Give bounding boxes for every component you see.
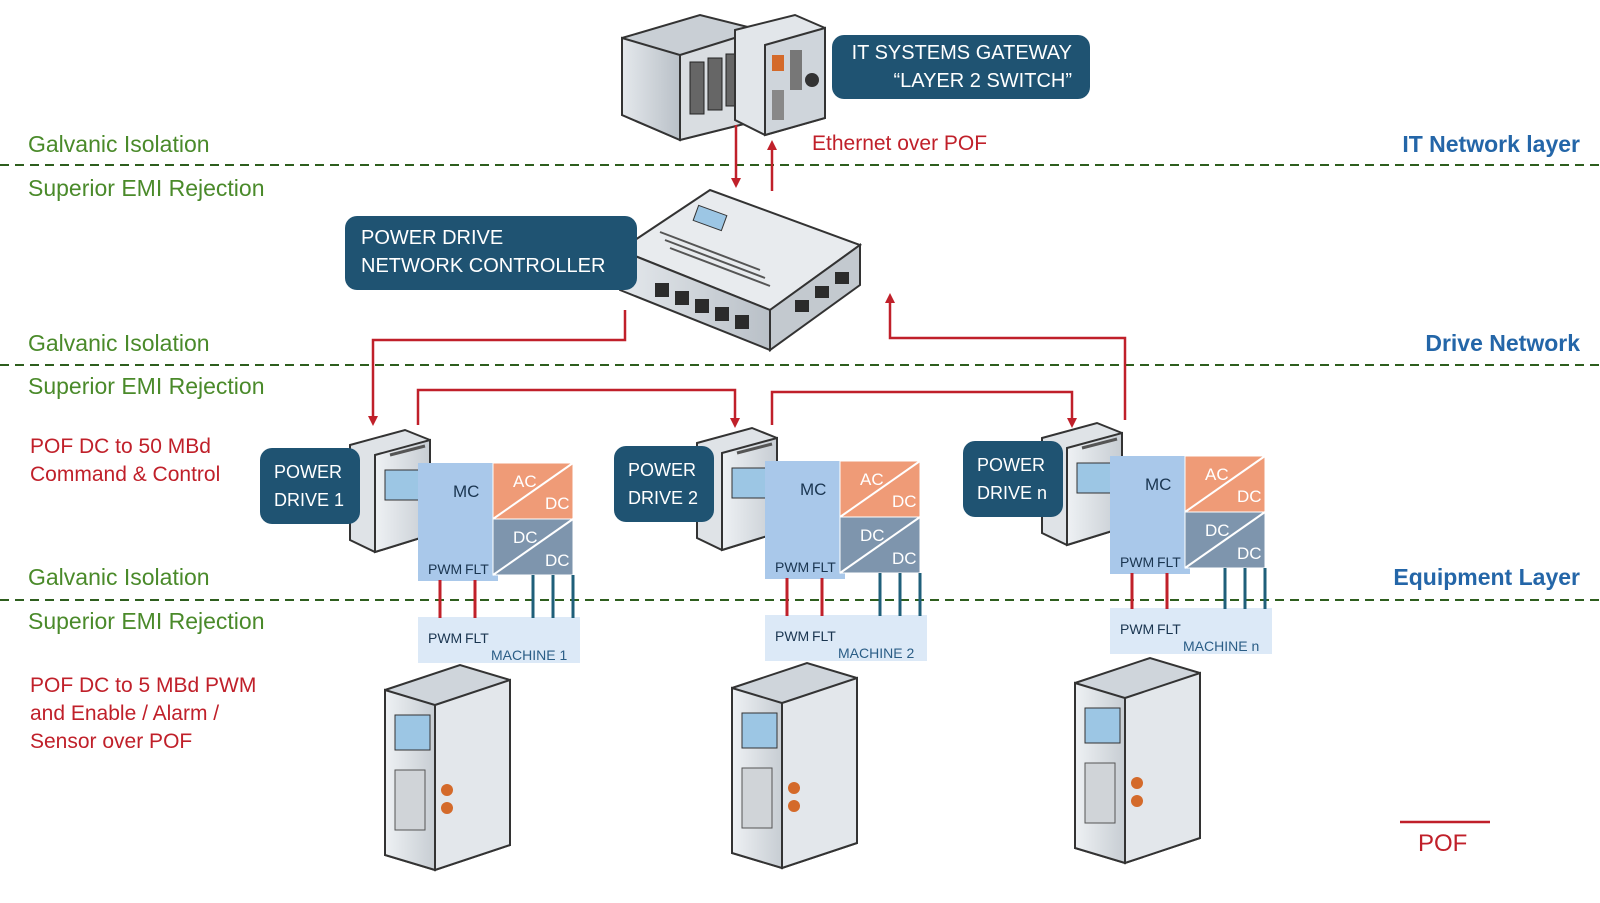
gateway-callout: IT SYSTEMS GATEWAY “LAYER 2 SWITCH”: [832, 35, 1090, 99]
machine-label-1: MACHINE 1: [491, 647, 568, 663]
drive-block-2: [765, 460, 927, 661]
ac-label-2: AC: [860, 470, 884, 489]
machine-label-n: MACHINE n: [1183, 638, 1260, 654]
emi-rejection-label-1: Superior EMI Rejection: [28, 175, 265, 201]
dc-label-na: DC: [1237, 487, 1262, 506]
ac-label-n: AC: [1205, 465, 1229, 484]
flt-label-1: FLT: [465, 561, 489, 577]
controller-callout: POWER DRIVE NETWORK CONTROLLER: [345, 216, 637, 290]
machine-cabinet-icon-1: [384, 663, 511, 872]
it-network-layer-title: IT Network layer: [1402, 131, 1580, 157]
command-control-note: POF DC to 50 MBd Command & Control: [30, 435, 221, 486]
dc-label-2a: DC: [892, 492, 917, 511]
dc-label-2c: DC: [892, 549, 917, 568]
emi-rejection-label-3: Superior EMI Rejection: [28, 608, 265, 634]
drive1-to-drive2-link: [416, 388, 740, 428]
pof-links: [368, 125, 1127, 428]
isolation-boundaries: [0, 164, 1600, 601]
equipment-layer-title: Equipment Layer: [1393, 564, 1580, 590]
pwm-machine-label-2: PWM: [775, 628, 810, 644]
drive2-to-driven-link: [770, 390, 1077, 428]
dc-label-1a: DC: [545, 494, 570, 513]
network-controller-icon: [617, 188, 863, 352]
galvanic-isolation-label-1: Galvanic Isolation: [28, 131, 210, 157]
flt-machine-label-1: FLT: [465, 630, 489, 646]
mc-label-n: MC: [1145, 475, 1172, 494]
drive-callout-2: POWER DRIVE 2: [614, 446, 714, 522]
emi-rejection-label-2: Superior EMI Rejection: [28, 373, 265, 399]
drive-network-layer-title: Drive Network: [1425, 330, 1580, 356]
machine-wires: [438, 568, 1267, 618]
drive-callout-1: POWER DRIVE 1: [260, 448, 360, 524]
galvanic-isolation-label-2: Galvanic Isolation: [28, 330, 210, 356]
machine-cabinet-icon-2: [731, 661, 858, 870]
pwm-label-2: PWM: [775, 559, 810, 575]
drive-callout-n: POWER DRIVE n: [963, 441, 1063, 517]
ac-label-1: AC: [513, 472, 537, 491]
pwm-machine-label-n: PWM: [1120, 621, 1155, 637]
pwm-note: POF DC to 5 MBd PWM and Enable / Alarm /…: [30, 674, 257, 753]
dc-label-nc: DC: [1237, 544, 1262, 563]
ethernet-over-pof-note: Ethernet over POF: [812, 132, 988, 155]
galvanic-isolation-label-3: Galvanic Isolation: [28, 564, 210, 590]
flt-machine-label-2: FLT: [812, 628, 836, 644]
drive-block-1: [418, 462, 580, 663]
drive-block-n: [1110, 455, 1272, 654]
mc-label-2: MC: [800, 480, 827, 499]
dc-label-1c: DC: [545, 551, 570, 570]
pwm-machine-label-1: PWM: [428, 630, 463, 646]
flt-machine-label-n: FLT: [1157, 621, 1181, 637]
flt-label-n: FLT: [1157, 554, 1181, 570]
machine-label-2: MACHINE 2: [838, 645, 915, 661]
gateway-device-icon: [621, 13, 826, 142]
pwm-label-n: PWM: [1120, 554, 1155, 570]
dc-label-1b: DC: [513, 528, 538, 547]
power-drive-icon-1: [349, 428, 431, 554]
machine-cabinet-icon-n: [1074, 656, 1201, 865]
legend-pof-label: POF: [1418, 830, 1468, 857]
driven-to-controller-link: [885, 293, 1127, 420]
flt-label-2: FLT: [812, 559, 836, 575]
dc-label-2b: DC: [860, 526, 885, 545]
controller-to-drive1-link: [368, 310, 627, 426]
pwm-label-1: PWM: [428, 561, 463, 577]
mc-label-1: MC: [453, 482, 480, 501]
dc-label-nb: DC: [1205, 521, 1230, 540]
